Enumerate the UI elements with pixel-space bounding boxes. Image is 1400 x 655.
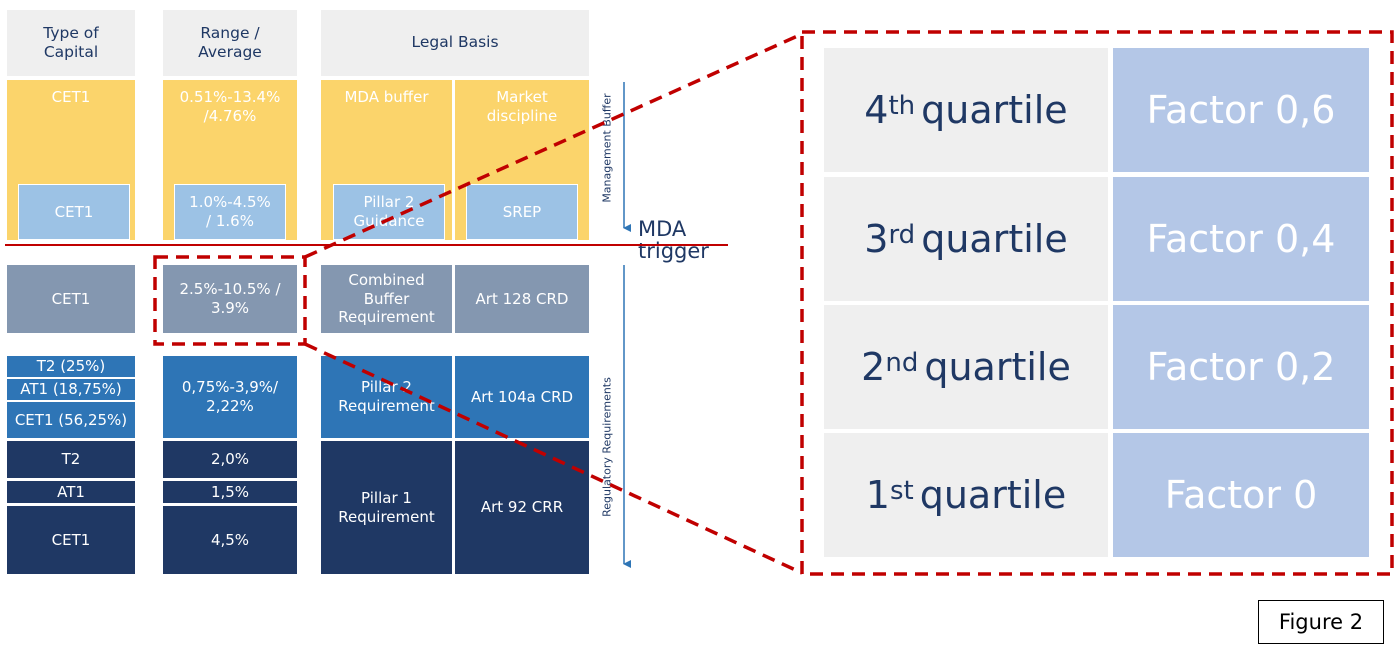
quartile-4-suffix: th [888, 91, 916, 121]
p1-type-cet1: CET1 [7, 506, 135, 574]
mgmt-type-cet1-lower: CET1 [18, 184, 130, 240]
quartile-2-number: 2 [861, 345, 886, 389]
p1-legal-requirement: Pillar 1 Requirement [321, 441, 452, 574]
combined-legal-art128: Art 128 CRD [455, 265, 589, 333]
p1-type-t2: T2 [7, 441, 135, 478]
p2-type-at1: AT1 (18,75%) [7, 379, 135, 400]
figure-label: Figure 2 [1258, 600, 1384, 644]
header-type-of-capital: Type of Capital [7, 10, 135, 76]
quartile-4-number: 4 [864, 88, 889, 132]
p1-range-cet1: 4,5% [163, 506, 297, 574]
quartile-3-number: 3 [864, 217, 889, 261]
p1-legal-art92: Art 92 CRR [455, 441, 589, 574]
quartile-3-factor: Factor 0,4 [1113, 177, 1369, 301]
mgmt-range-bottom: 1.0%-4.5% / 1.6% [174, 184, 286, 240]
regulatory-requirements-label: Regulatory Requirements [600, 377, 614, 517]
p2-type-t2: T2 (25%) [7, 356, 135, 377]
quartile-2-factor: Factor 0,2 [1113, 305, 1369, 429]
quartile-3-suffix: rd [888, 220, 916, 250]
quartile-1-suffix: st [889, 476, 914, 506]
p1-range-t2: 2,0% [163, 441, 297, 478]
mda-trigger-label: MDA trigger [638, 217, 709, 264]
quartile-3-word: quartile [921, 217, 1068, 261]
quartile-1-word: quartile [919, 473, 1067, 517]
p2-range: 0,75%-3,9%/ 2,22% [163, 356, 297, 438]
combined-legal-requirement: Combined Buffer Requirement [321, 265, 452, 333]
combined-range: 2.5%-10.5% / 3.9% [163, 265, 297, 333]
header-legal-basis: Legal Basis [321, 10, 589, 76]
p1-range-at1: 1,5% [163, 481, 297, 503]
quartile-2-word: quartile [924, 345, 1071, 389]
quartile-4-factor: Factor 0,6 [1113, 48, 1369, 172]
quartile-2-suffix: nd [885, 348, 919, 378]
p1-type-at1: AT1 [7, 481, 135, 503]
mgmt-legal-pillar2-guidance: Pillar 2 Guidance [333, 184, 445, 240]
p2-type-cet1: CET1 (56,25%) [7, 402, 135, 438]
quartile-4-word: quartile [921, 88, 1068, 132]
quartile-1-number: 1 [865, 473, 890, 517]
mgmt-legal-srep: SREP [466, 184, 578, 240]
combined-type-cet1: CET1 [7, 265, 135, 333]
p2-legal-art104a: Art 104a CRD [455, 356, 589, 438]
p2-legal-requirement: Pillar 2 Requirement [321, 356, 452, 438]
header-range-average: Range / Average [163, 10, 297, 76]
management-buffer-label: Management Buffer [600, 93, 614, 203]
quartile-1-factor: Factor 0 [1113, 433, 1369, 557]
